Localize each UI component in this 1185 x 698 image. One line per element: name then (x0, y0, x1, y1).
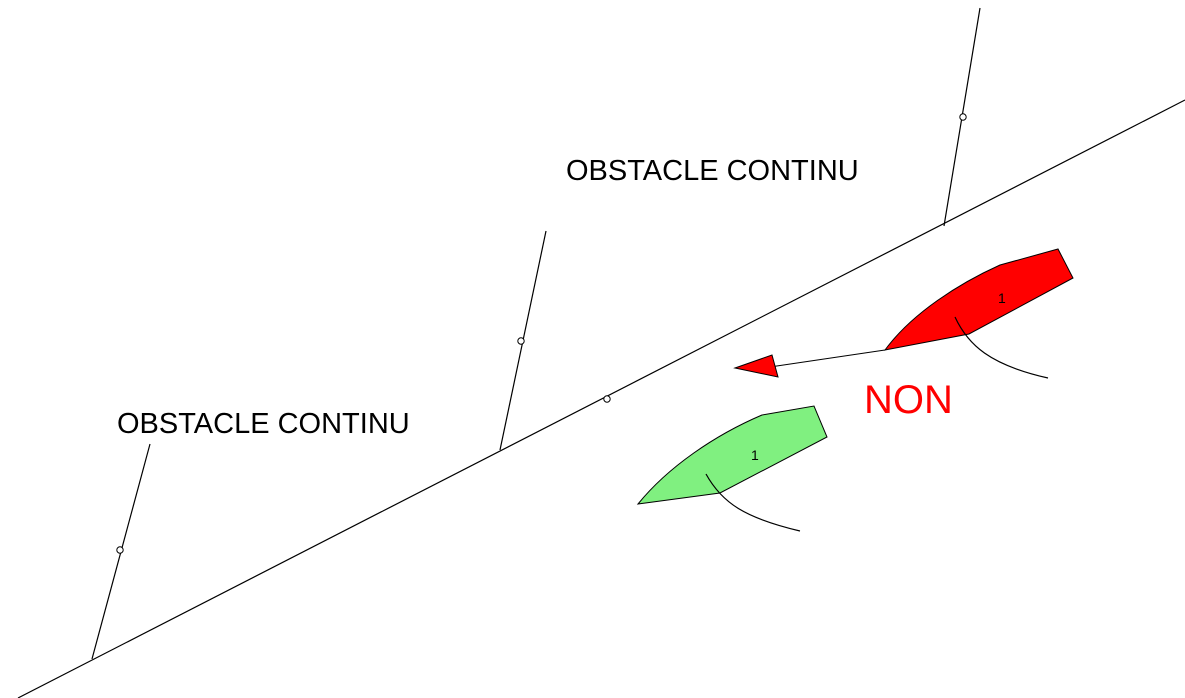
obstacle-main-line (17, 99, 1185, 698)
green-boat-number: 1 (751, 447, 759, 463)
obstacle-label-upper: OBSTACLE CONTINU (566, 155, 859, 187)
red-boat-wake (954, 316, 1049, 379)
red-arrow (733, 349, 886, 378)
leader-marker-middle (517, 337, 525, 345)
green-boat-wake (705, 473, 801, 532)
red-arrow-head (733, 354, 779, 378)
red-arrow-shaft (769, 349, 886, 368)
obstacle-label-lower: OBSTACLE CONTINU (117, 408, 410, 440)
verdict-label: NON (864, 378, 953, 422)
green-boat-hull (636, 405, 828, 505)
leader-marker-upper (959, 113, 967, 121)
red-boat-hull (883, 248, 1074, 351)
red-boat-number: 1 (998, 290, 1006, 306)
main-line-marker (603, 395, 611, 403)
red-boat: 1 (883, 248, 1074, 379)
green-boat: 1 (636, 405, 828, 532)
leader-marker-lower (116, 546, 124, 554)
